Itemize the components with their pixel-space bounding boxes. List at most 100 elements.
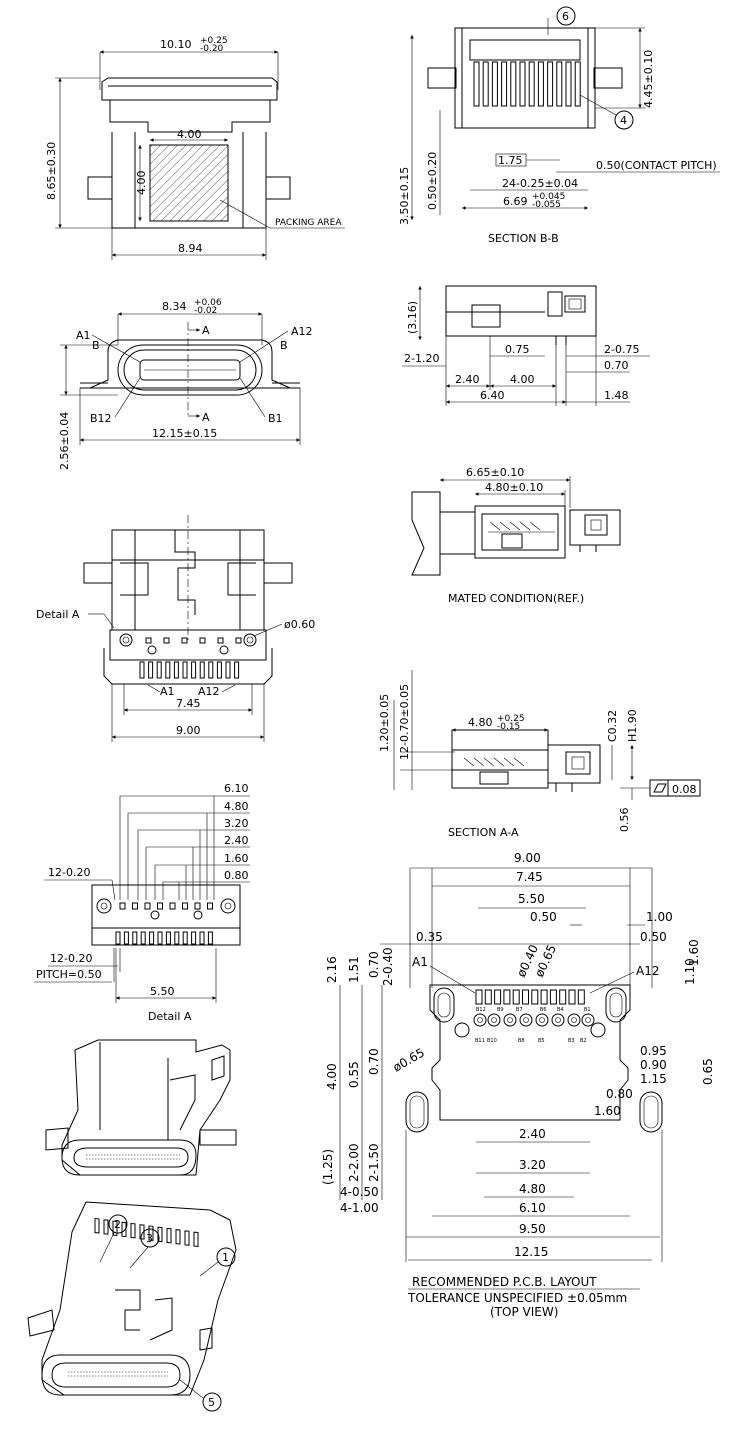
pcb-via [535,1013,549,1027]
pcb-via [581,1013,595,1027]
pcb-2-200: 2-2.00 [347,1143,361,1182]
pcb-caption-3: (TOP VIEW) [490,1305,558,1319]
det-12-020-top: 12-0.20 [48,866,90,879]
pcb-pad [484,989,492,1005]
dim-4-00-h: 4.00 [177,128,202,141]
iso-contact [121,1221,127,1238]
pin [234,661,240,679]
pad-label-b5: B5 [538,1038,545,1044]
dim-phi-060: ø0.60 [284,618,315,631]
dim-8-34-tol-dn: -0.02 [194,306,217,316]
bb-6-69: 6.69 [503,195,528,208]
aa-12-070: 12-0.70±0.05 [398,684,411,760]
pcb-2-040: 2-0.40 [381,947,395,986]
pcb-6-10: 6.10 [519,1201,546,1215]
dim-8-94: 8.94 [178,242,203,255]
aa-4-80-up: +0.25 [497,714,525,724]
side-6-40: 6.40 [480,389,505,402]
pin-pad [199,637,206,644]
iso-contact [148,1225,154,1241]
det-12-020-bot: 12-0.20 [50,952,92,965]
callout-3: 3 [146,1232,153,1245]
pcb-9-50: 9.50 [519,1222,546,1236]
pcb-via [551,1013,565,1027]
pcb-0-65: 0.65 [701,1058,715,1085]
aa-1-20: 1.20±0.05 [378,694,391,752]
pcb-4-80: 4.80 [519,1182,546,1196]
pin [139,661,145,679]
bb-contact [565,61,572,107]
detail-pin [140,931,146,945]
dim-8-34: 8.34 [162,300,187,313]
mate-4-80: 4.80±0.10 [485,481,543,494]
bb-3-50: 3.50±0.15 [398,167,411,225]
side-0-70: 0.70 [604,359,629,372]
pcb-caption-1: RECOMMENDED P.C.B. LAYOUT [412,1275,597,1289]
pin [173,661,179,679]
pad-label-b2: B2 [580,1038,587,1044]
pcb-via-drill [571,1017,577,1023]
aa-c0-32: C0.32 [606,710,619,742]
pcb-a1: A1 [412,955,428,969]
dim-10-10: 10.10 [160,38,192,51]
pcb-pad [577,989,585,1005]
det-1-60: 1.60 [224,852,249,865]
iso-contact [175,1229,181,1245]
pcb-via-drill [555,1017,561,1023]
dim-10-10-tol-dn: -0.20 [200,44,224,54]
pcb-0-70-b: 0.70 [367,1048,381,1075]
side-view: (3.16) 2-1.20 0.75 2-0.75 0.70 2.40 4.00… [402,285,650,406]
aa-0-56: 0.56 [618,808,631,833]
iso-view-top [45,1039,237,1176]
pad-label-b1: B1 [584,1007,591,1013]
pcb-via-drill [507,1017,513,1023]
detail-pad [182,902,188,910]
pin-pad [235,637,242,644]
pcb-layout: B12 B9 B7 B6 B4 B1 B11 B10 B8 B5 B3 B2 9… [321,851,715,1319]
mated-caption: MATED CONDITION(REF.) [448,592,584,605]
bb-6-69-dn: -0.055 [532,200,561,210]
pcb-7-45: 7.45 [516,870,543,884]
bb-24: 24-0.25±0.04 [502,177,578,190]
bb-6-69-up: +0.045 [532,192,565,202]
pin [191,661,197,679]
pcb-9-00: 9.00 [514,851,541,865]
mated-view: 6.65±0.10 4.80±0.10 MATED CONDITION(REF.… [411,466,621,605]
pcb-0-50-r: 0.50 [640,930,667,944]
detail-pins [115,902,213,945]
pcb-pad [475,989,483,1005]
label-a12: A12 [291,325,313,338]
pcb-5-50: 5.50 [518,892,545,906]
detail-pin [115,931,121,945]
bb-contact [556,61,563,107]
section-bb-caption: SECTION B-B [488,232,559,245]
mate-6-65: 6.65±0.10 [466,466,524,479]
pin-row-bottom [139,637,242,679]
pcb-4-100: 4-1.00 [340,1201,379,1215]
pcb-vias [473,1013,595,1027]
top-view: 10.10 +0.25 -0.20 4.00 4.00 8.65±0.30 PA… [45,36,345,260]
pcb-0-70-a: 0.70 [367,951,381,978]
pcb-phi-065: ø0.65 [391,1045,427,1074]
det-4-80: 4.80 [224,800,249,813]
aa-h1-90: H1.90 [626,709,639,742]
pcb-caption-2: TOLERANCE UNSPECIFIED ±0.05mm [407,1291,627,1305]
detail-pin [165,931,171,945]
pad-label-b4: B4 [557,1007,564,1013]
pin [216,661,222,679]
bb-contact [547,61,554,107]
det-5-50: 5.50 [150,985,175,998]
detail-hole [193,910,203,920]
packing-area-label: PACKING AREA [275,218,342,228]
pin-hole [147,645,157,655]
side-4-00: 4.00 [510,373,535,386]
callout-5: 5 [208,1396,215,1409]
pcb-12-15: 12.15 [514,1245,548,1259]
pcb-1-15: 1.15 [640,1072,667,1086]
det-2-40: 2.40 [224,834,249,847]
pad-label-b8: B8 [518,1038,525,1044]
detail-dims [119,795,250,900]
pcb-0-55: 0.55 [347,1061,361,1088]
detail-a-view: 6.10 4.80 3.20 2.40 1.60 0.80 12-0.20 12… [34,782,250,1023]
pad-label-b12: B12 [476,1007,486,1013]
